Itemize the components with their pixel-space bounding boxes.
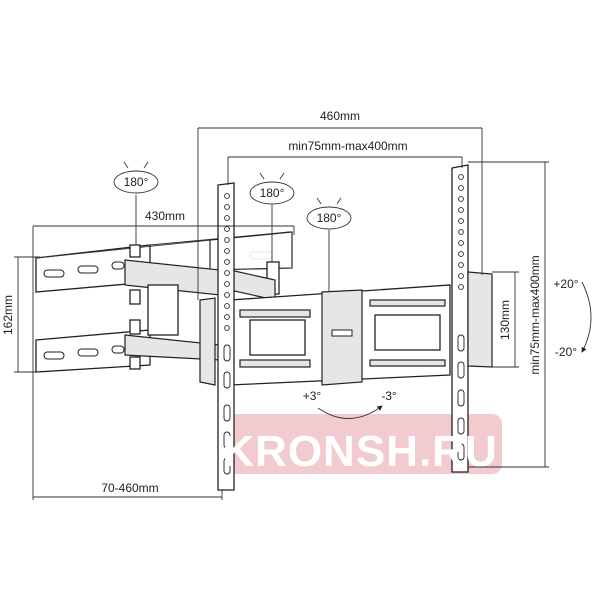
tv-rail-left	[217, 182, 235, 491]
level-adjust-indicator: +3° -3°	[303, 389, 397, 419]
svg-text:180°: 180°	[124, 175, 149, 189]
dim-tv-bracket-height: 130mm	[498, 300, 512, 340]
svg-text:180°: 180°	[260, 186, 285, 200]
svg-text:180°: 180°	[317, 211, 342, 225]
svg-text:+3°: +3°	[303, 389, 322, 403]
dim-wall-plate-height: 162mm	[1, 295, 15, 335]
swivel-indicator: 180°	[113, 161, 159, 194]
swivel-indicator: 180°	[306, 197, 352, 230]
first-arm	[124, 244, 280, 370]
tilt-indicator: +20° -20°	[553, 277, 592, 359]
dim-extension: 70-460mm	[101, 481, 158, 495]
tv-rail-right	[451, 164, 493, 473]
swivel-indicator: 180°	[249, 172, 295, 205]
dim-vesa-vertical: min75mm-max400mm	[528, 255, 542, 374]
watermark-box	[220, 414, 502, 474]
dimension-lines	[14, 127, 549, 500]
svg-text:-3°: -3°	[381, 389, 397, 403]
svg-text:-20°: -20°	[555, 345, 577, 359]
dim-wall-plate-width: 430mm	[145, 209, 185, 223]
watermark-text: KRONSH.RU	[222, 427, 497, 476]
dim-overall-width: 460mm	[320, 109, 360, 123]
dim-vesa-horizontal: min75mm-max400mm	[288, 139, 407, 153]
svg-text:+20°: +20°	[553, 277, 578, 291]
second-arm	[199, 284, 451, 386]
